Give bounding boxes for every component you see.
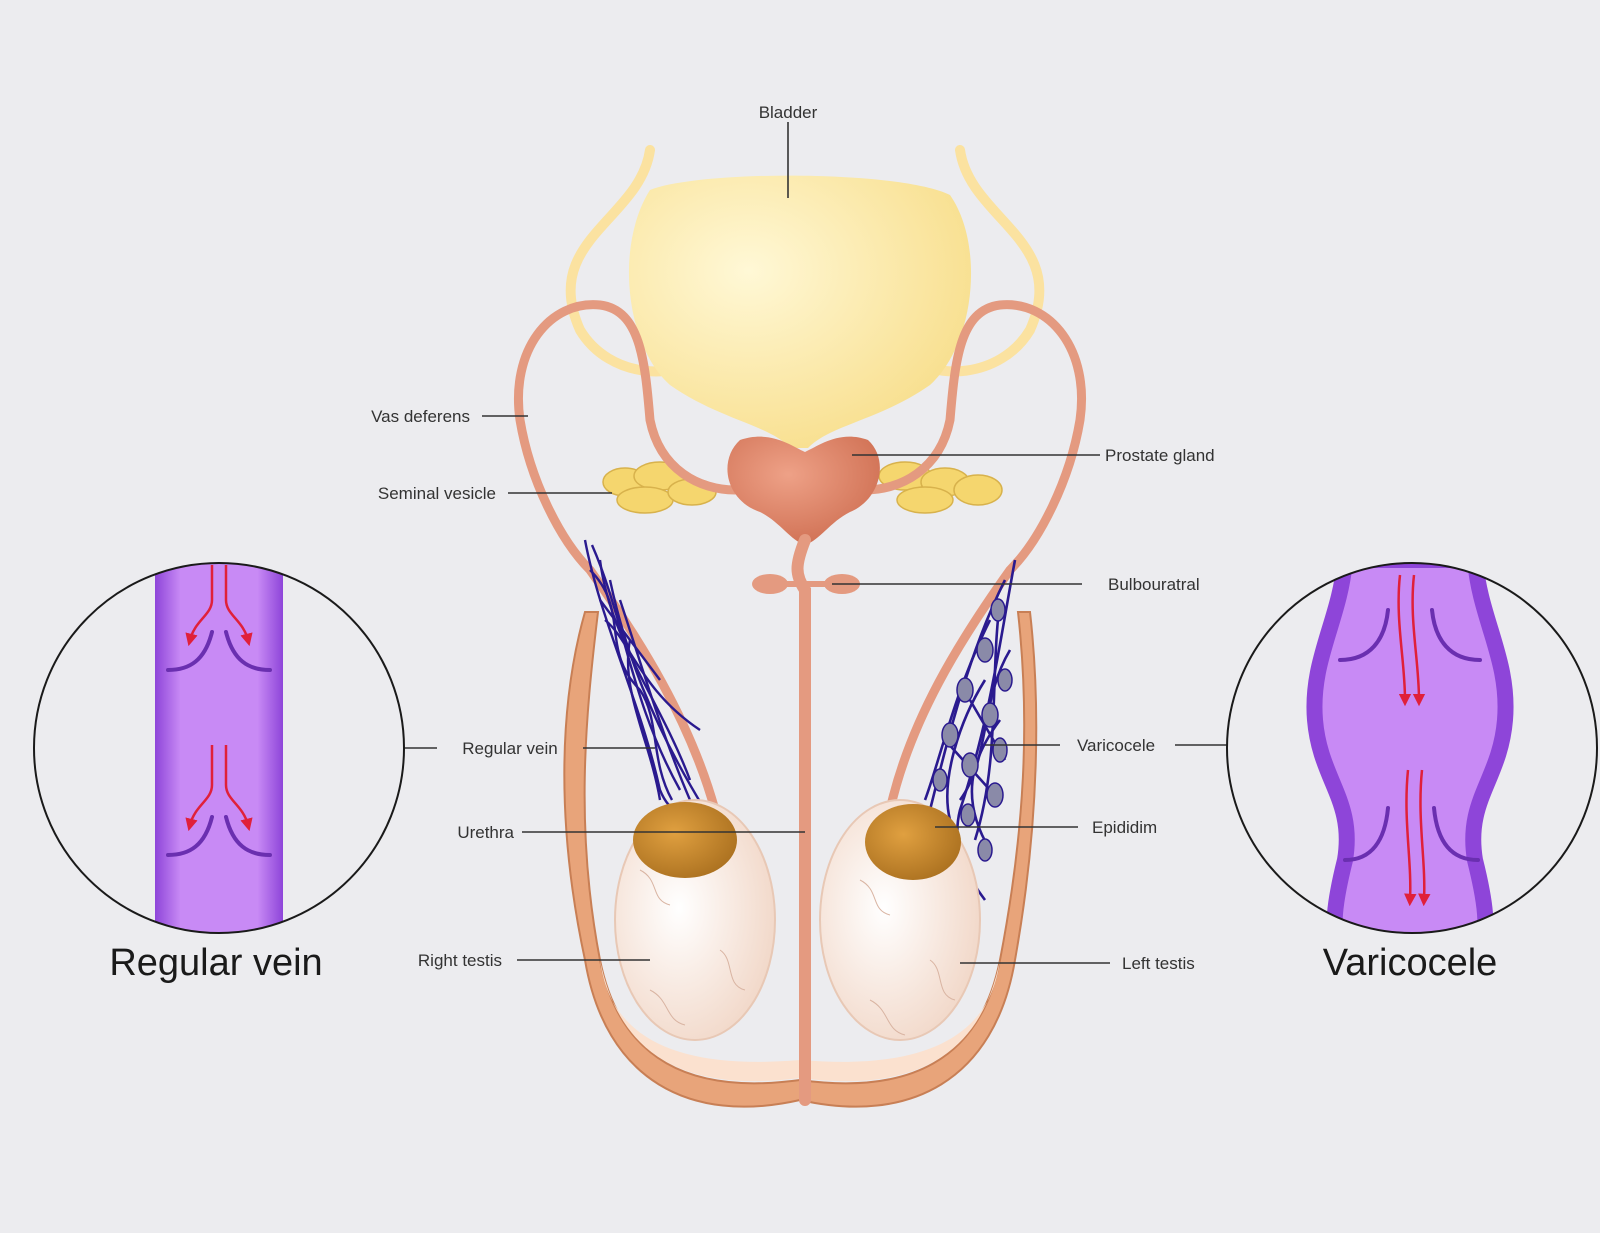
- label-bladder: Bladder: [759, 103, 818, 122]
- label-urethra: Urethra: [457, 823, 514, 842]
- varicocele-valve-icon: [1338, 608, 1482, 862]
- label-regular-vein: Regular vein: [462, 739, 557, 758]
- blood-flow-arrow-icon: [185, 565, 253, 832]
- varicocele-plexus: [923, 559, 1017, 901]
- bladder: [628, 175, 972, 448]
- label-seminal-vesicle: Seminal vesicle: [378, 484, 496, 503]
- right-vas-deferens: [860, 300, 1086, 815]
- scrotum: [563, 611, 1038, 1108]
- label-vas-deferens: Vas deferens: [371, 407, 470, 426]
- varicocele-inset: [1226, 562, 1598, 934]
- label-bulbourethral: Bulbouratral: [1108, 575, 1200, 594]
- label-left-testis: Left testis: [1122, 954, 1195, 973]
- varicocele-flow-arrow-icon: [1397, 574, 1431, 907]
- regular-vein-plexus: [583, 539, 707, 816]
- label-varicocele: Varicocele: [1077, 736, 1155, 755]
- label-prostate-gland: Prostate gland: [1105, 446, 1215, 465]
- label-right-testis: Right testis: [418, 951, 502, 970]
- urethra: [791, 534, 811, 1106]
- vein-valve-icon: [166, 630, 272, 857]
- varicocele-tube: [1306, 563, 1514, 933]
- regular-vein-tube: [155, 563, 283, 933]
- leader-lines: [400, 122, 1228, 964]
- regular-vein-inset: [33, 562, 405, 934]
- left-epididymis: [865, 804, 961, 880]
- caption-regular-vein: Regular vein: [109, 942, 322, 984]
- right-seminal-vesicle: [878, 461, 1003, 514]
- label-epididymis: Epididim: [1092, 818, 1157, 837]
- prostate-gland: [727, 436, 880, 545]
- right-epididymis: [633, 802, 737, 878]
- caption-varicocele: Varicocele: [1323, 942, 1498, 984]
